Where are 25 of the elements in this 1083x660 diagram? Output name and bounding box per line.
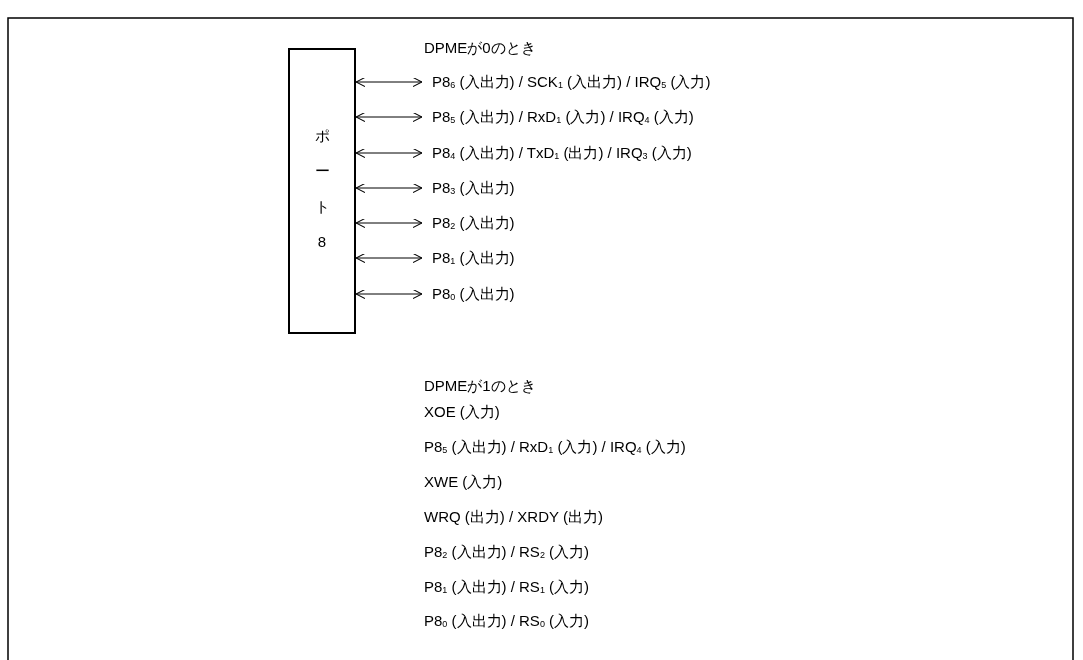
pin-label: P8$_{4}$ (入出力) / TxD$_{1}$ (出力) / IRQ$_{3}$ (入力) bbox=[432, 143, 692, 163]
pin-function-text: P8$_{1}$ (入出力) / RS$_{1}$ (入力) bbox=[424, 577, 590, 598]
double-arrow bbox=[355, 182, 423, 194]
pin-label: P8$_{1}$ (入出力) bbox=[432, 248, 515, 268]
port-name: ポート8 bbox=[314, 126, 330, 252]
section-heading: DPMEが1のとき bbox=[424, 376, 536, 396]
section-heading: DPMEが0のとき bbox=[424, 38, 536, 58]
pin-function-text: XWE (入力) bbox=[424, 472, 503, 492]
double-arrow bbox=[355, 217, 423, 229]
pin-function-text: P8$_{2}$ (入出力) / RS$_{2}$ (入力) bbox=[424, 542, 590, 563]
pin-label: P8$_{5}$ (入出力) / RxD$_{1}$ (入力) / IRQ$_{4}$ (入力) bbox=[432, 107, 694, 127]
pin-function-text: P8$_{0}$ (入出力) / RS$_{0}$ (入力) bbox=[424, 611, 590, 632]
pin-function-text: XOE (入力) bbox=[424, 402, 500, 422]
pin-function-text: P8$_{5}$ (入出力) / RxD$_{1}$ (入力) / IRQ$_{4}$ (入力) bbox=[424, 437, 686, 458]
pin-label: P8$_{2}$ (入出力) bbox=[432, 213, 515, 233]
double-arrow bbox=[355, 288, 423, 300]
pin-label: P8$_{0}$ (入出力) bbox=[432, 284, 515, 304]
pin-label: P8$_{3}$ (入出力) bbox=[432, 178, 515, 198]
double-arrow bbox=[355, 76, 423, 88]
port-box bbox=[288, 48, 356, 334]
double-arrow bbox=[355, 252, 423, 264]
pin-label: P8$_{6}$ (入出力) / SCK$_{1}$ (入出力) / IRQ$_{5}$ (入力) bbox=[432, 72, 711, 92]
double-arrow bbox=[355, 147, 423, 159]
pin-function-text: WRQ (出力) / XRDY (出力) bbox=[424, 507, 603, 527]
double-arrow bbox=[355, 111, 423, 123]
